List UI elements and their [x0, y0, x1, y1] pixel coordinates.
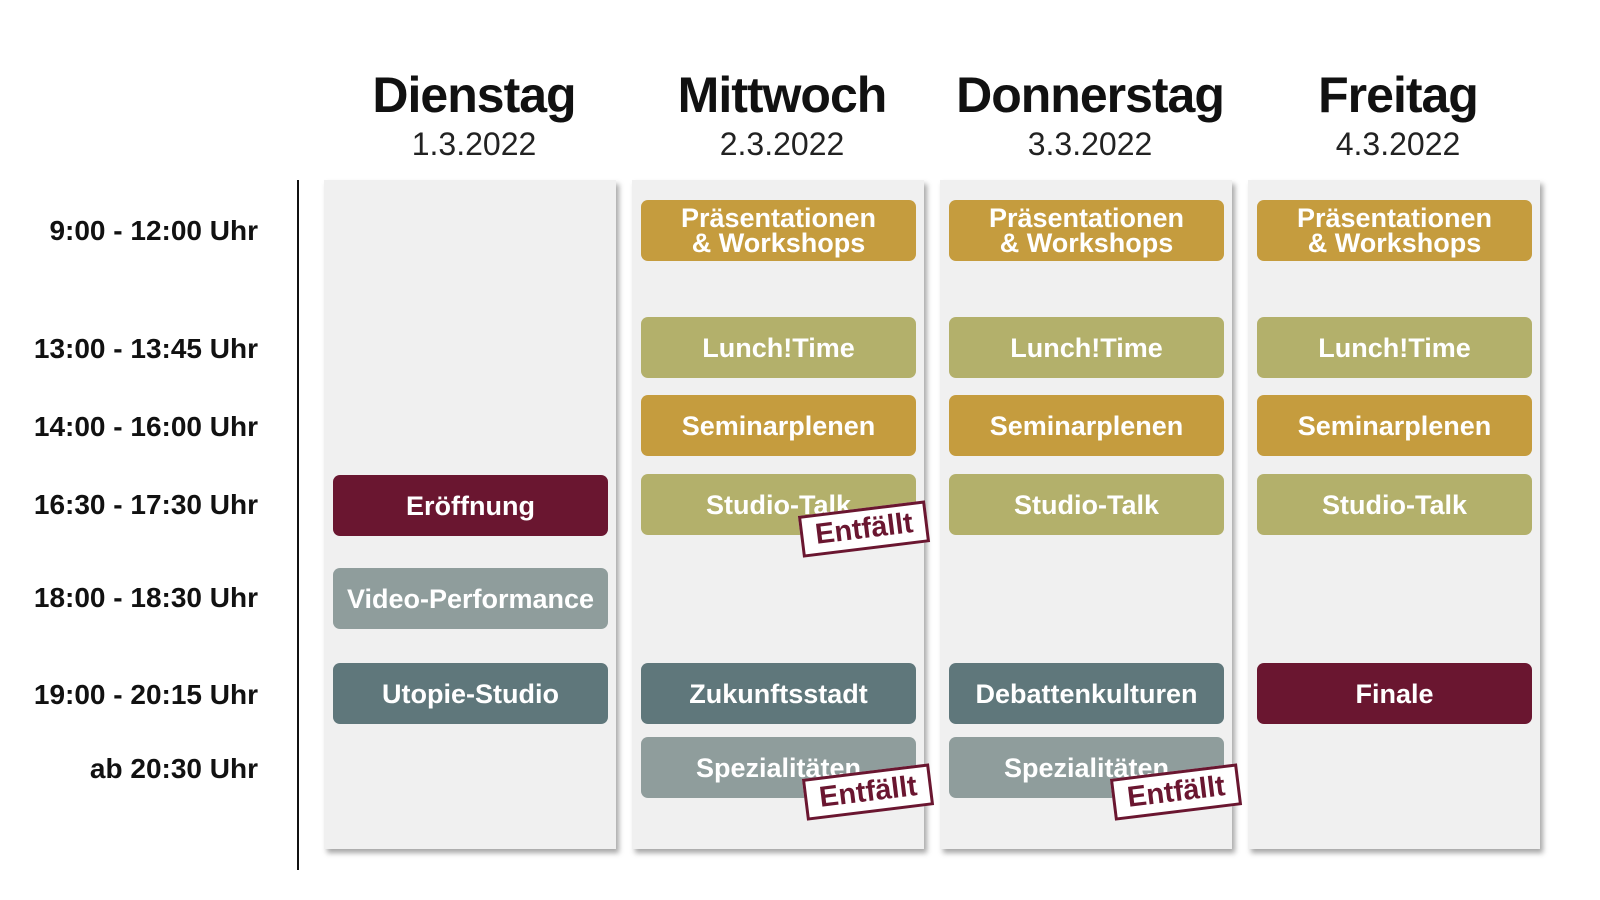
event-label: Seminarplenen	[989, 410, 1184, 441]
day-header-freitag: Freitag 4.3.2022	[1248, 60, 1548, 162]
event-label-line1: Präsentationen	[680, 202, 877, 233]
event-label: Video-Performance	[346, 583, 595, 614]
event-praesentationen-workshops[interactable]: Präsentationen & Workshops	[949, 200, 1224, 261]
event-spezialitaeten[interactable]: Spezialitäten Entfällt	[949, 737, 1243, 821]
event-seminarplenen[interactable]: Seminarplenen	[1257, 395, 1532, 456]
event-spezialitaeten[interactable]: Spezialitäten Entfällt	[641, 737, 935, 821]
time-label: 13:00 - 13:45 Uhr	[33, 333, 258, 364]
event-seminarplenen[interactable]: Seminarplenen	[641, 395, 916, 456]
time-label: ab 20:30 Uhr	[89, 753, 258, 784]
day-column-donnerstag: Präsentationen & Workshops Lunch!Time Se…	[940, 180, 1243, 849]
day-header-mittwoch: Mittwoch 2.3.2022	[632, 60, 932, 162]
event-label: Zukunftsstadt	[689, 678, 868, 709]
event-label: Studio-Talk	[1014, 489, 1159, 520]
event-praesentationen-workshops[interactable]: Präsentationen & Workshops	[1257, 200, 1532, 261]
event-video-performance[interactable]: Video-Performance	[333, 568, 608, 629]
event-label-line2: & Workshops	[691, 227, 866, 258]
event-studio-talk[interactable]: Studio-Talk	[1257, 474, 1532, 535]
event-lunch-time[interactable]: Lunch!Time	[1257, 317, 1532, 378]
event-label: Eröffnung	[406, 490, 535, 521]
event-utopie-studio[interactable]: Utopie-Studio	[333, 663, 608, 724]
day-name: Dienstag	[372, 67, 576, 123]
day-name: Mittwoch	[677, 67, 888, 123]
day-column-dienstag: Eröffnung Video-Performance Utopie-Studi…	[324, 180, 616, 849]
event-label: Lunch!Time	[1318, 332, 1471, 363]
event-label: Seminarplenen	[681, 410, 876, 441]
event-label-line2: & Workshops	[1307, 227, 1482, 258]
time-label: 18:00 - 18:30 Uhr	[33, 582, 258, 613]
day-column-mittwoch: Präsentationen & Workshops Lunch!Time Se…	[632, 180, 935, 849]
event-label: Seminarplenen	[1297, 410, 1492, 441]
event-lunch-time[interactable]: Lunch!Time	[949, 317, 1224, 378]
event-label: Finale	[1355, 678, 1434, 709]
event-zukunftsstadt[interactable]: Zukunftsstadt	[641, 663, 916, 724]
day-date: 4.3.2022	[1335, 126, 1461, 162]
day-header-dienstag: Dienstag 1.3.2022	[324, 60, 624, 162]
day-name: Donnerstag	[956, 67, 1225, 123]
day-date: 2.3.2022	[719, 126, 845, 162]
event-label: Lunch!Time	[702, 332, 855, 363]
day-date: 3.3.2022	[1027, 126, 1153, 162]
day-header-donnerstag: Donnerstag 3.3.2022	[940, 60, 1240, 162]
day-date: 1.3.2022	[411, 126, 537, 162]
time-label: 16:30 - 17:30 Uhr	[33, 489, 258, 520]
time-axis-divider	[297, 180, 299, 870]
time-label: 14:00 - 16:00 Uhr	[33, 411, 258, 442]
event-studio-talk[interactable]: Studio-Talk Entfällt	[641, 474, 931, 558]
time-label: 9:00 - 12:00 Uhr	[49, 215, 258, 246]
event-label: Debattenkulturen	[975, 678, 1198, 709]
event-praesentationen-workshops[interactable]: Präsentationen & Workshops	[641, 200, 916, 261]
event-label-line2: & Workshops	[999, 227, 1174, 258]
event-finale[interactable]: Finale	[1257, 663, 1532, 724]
day-column-freitag: Präsentationen & Workshops Lunch!Time Se…	[1248, 180, 1540, 849]
time-label: 19:00 - 20:15 Uhr	[33, 679, 258, 710]
event-label-line1: Präsentationen	[988, 202, 1185, 233]
day-name: Freitag	[1318, 67, 1479, 123]
event-seminarplenen[interactable]: Seminarplenen	[949, 395, 1224, 456]
event-label: Utopie-Studio	[382, 678, 559, 709]
event-label: Studio-Talk	[1322, 489, 1467, 520]
event-studio-talk[interactable]: Studio-Talk	[949, 474, 1224, 535]
event-debattenkulturen[interactable]: Debattenkulturen	[949, 663, 1224, 724]
event-label-line1: Präsentationen	[1296, 202, 1493, 233]
event-label: Lunch!Time	[1010, 332, 1163, 363]
event-eroeffnung[interactable]: Eröffnung	[333, 475, 608, 536]
event-lunch-time[interactable]: Lunch!Time	[641, 317, 916, 378]
